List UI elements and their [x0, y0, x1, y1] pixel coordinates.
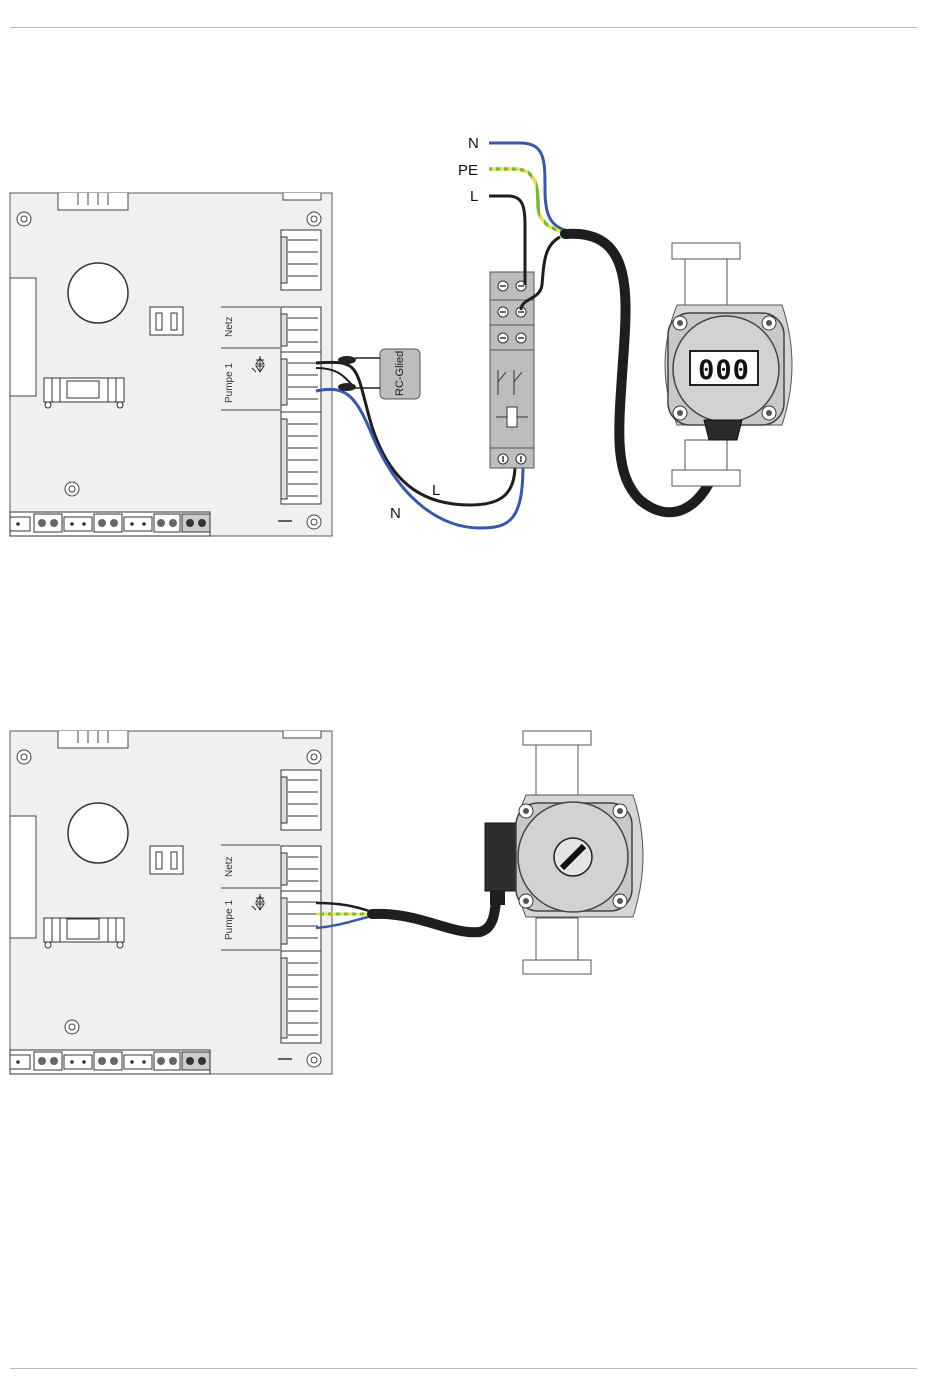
- rc-label: RC-Glied: [394, 351, 406, 396]
- diagram-direct-wiring: Netz Pumpe 1: [0, 720, 950, 1090]
- supply-label-pe: PE: [458, 162, 478, 179]
- netz-label: Netz: [224, 316, 235, 337]
- electronic-pump: 000: [665, 243, 792, 486]
- controller-board-2: Netz Pumpe 1: [10, 731, 332, 1074]
- netz-label-2: Netz: [224, 856, 235, 877]
- pump-display: 000: [698, 355, 750, 386]
- pumpe-label: Pumpe 1: [224, 363, 235, 403]
- loop-label-n: N: [390, 505, 401, 522]
- standard-pump: [485, 731, 643, 974]
- controller-board: Netz Pumpe 1: [10, 193, 332, 536]
- wire-pe-supply: [489, 169, 572, 234]
- wire-n-supply: [489, 143, 572, 232]
- bottom-rule: [10, 1368, 917, 1369]
- slotted-screw-icon: [554, 838, 592, 876]
- pumpe-label-2: Pumpe 1: [224, 900, 235, 940]
- diagram-relay-wiring: Netz Pumpe 1: [0, 0, 950, 560]
- edge-connectors: [281, 230, 321, 504]
- pump-cable-2: [372, 892, 497, 932]
- supply-label-l: L: [470, 188, 478, 205]
- loop-label-l: L: [432, 482, 440, 499]
- rc-element: RC-Glied: [355, 349, 420, 399]
- supply-label-n: N: [468, 135, 479, 152]
